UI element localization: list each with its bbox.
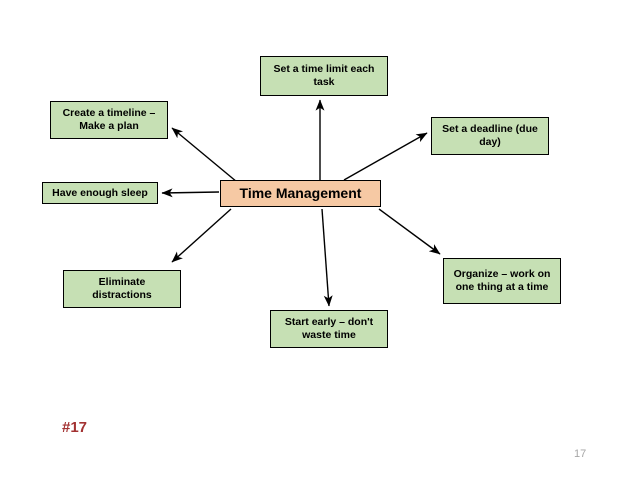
node-label: Set a deadline (due day)	[442, 123, 538, 148]
arrow-to-start-early	[321, 208, 333, 307]
arrow-to-have-enough-sleep	[161, 188, 220, 198]
node-label: Eliminate distractions	[92, 276, 152, 301]
node-eliminate-distractions[interactable]: Eliminate distractions	[63, 270, 181, 308]
node-label: Time Management	[239, 184, 362, 201]
arrow-to-organize-one-thing	[378, 208, 441, 255]
node-organize-one-thing[interactable]: Organize – work on one thing at a time	[443, 258, 561, 304]
page-number: 17	[574, 448, 587, 460]
node-set-a-time-limit[interactable]: Set a time limit each task	[260, 56, 388, 96]
arrow-to-set-a-deadline	[343, 132, 428, 181]
slide-tag-marker: #17	[62, 419, 88, 436]
node-label: Start early – don't waste time	[284, 316, 374, 341]
arrow-to-eliminate-distractions	[171, 208, 232, 263]
node-time-management-center[interactable]: Time Management	[220, 180, 381, 207]
arrow-to-create-a-timeline	[171, 127, 238, 183]
node-create-a-timeline[interactable]: Create a timeline – Make a plan	[50, 101, 168, 139]
node-label: Have enough sleep	[52, 186, 148, 199]
node-start-early[interactable]: Start early – don't waste time	[270, 310, 388, 348]
node-set-a-deadline[interactable]: Set a deadline (due day)	[431, 117, 549, 155]
node-label: Organize – work on one thing at a time	[453, 268, 551, 293]
node-label: Create a timeline – Make a plan	[62, 107, 156, 132]
node-have-enough-sleep[interactable]: Have enough sleep	[42, 182, 158, 204]
node-label: Set a time limit each task	[273, 63, 375, 88]
